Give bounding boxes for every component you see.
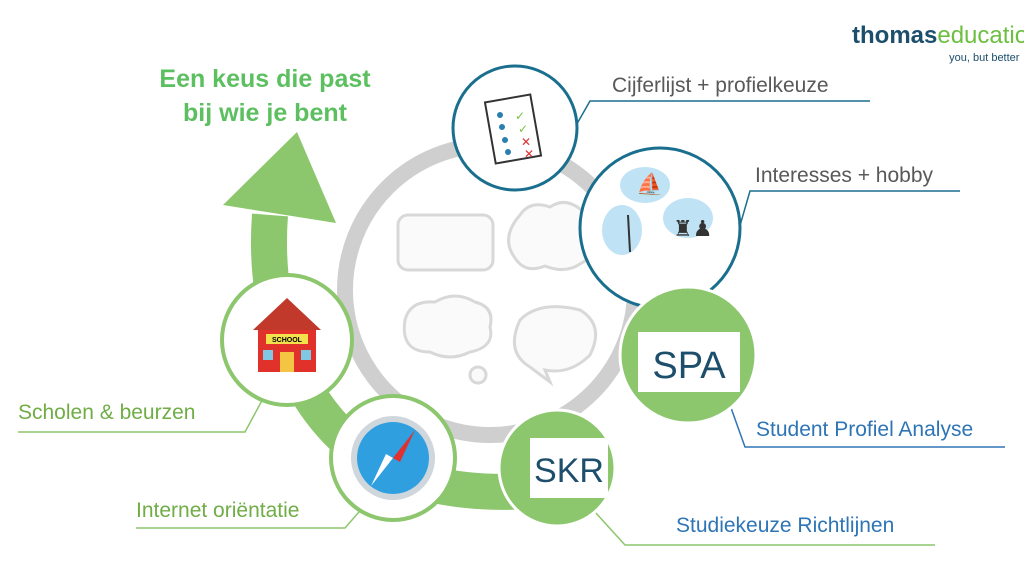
checklist-icon: ✓✓ ✕✕	[483, 93, 543, 165]
step-internet	[329, 394, 457, 522]
svg-text:♜♟: ♜♟	[673, 216, 712, 241]
svg-text:✓: ✓	[518, 122, 528, 136]
svg-text:SCHOOL: SCHOOL	[272, 337, 303, 344]
step-cijferlijst: ✓✓ ✕✕	[451, 64, 579, 192]
arrow-head	[223, 132, 336, 223]
step-school: SCHOOL	[220, 273, 354, 407]
step-skr: SKR	[497, 408, 617, 528]
svg-text:✓: ✓	[515, 109, 525, 123]
compass-icon	[351, 416, 435, 500]
speech-bubbles-icon	[396, 201, 598, 387]
thomas-education-logo: thomaseducation✱you, but better	[852, 22, 1024, 64]
school-icon: SCHOOL	[253, 298, 321, 372]
label-skr: Studiekeuze Richtlijnen	[676, 514, 895, 537]
label-cijferlijst: Cijferlijst + profielkeuze	[612, 74, 829, 97]
svg-text:⛵: ⛵	[636, 172, 663, 197]
svg-text:✕: ✕	[524, 147, 534, 161]
skr-logo: SKR	[534, 452, 604, 490]
svg-text:✕: ✕	[521, 135, 531, 149]
label-spa: Student Profiel Analyse	[756, 418, 974, 441]
step-spa: SPA	[618, 285, 758, 425]
hobbies-icon: ⛵ ♜♟	[602, 167, 713, 255]
label-scholen: Scholen & beurzen	[18, 401, 196, 424]
step-interesses: ⛵ ♜♟	[578, 146, 742, 310]
spa-logo: SPA	[652, 345, 726, 387]
label-interesses: Interesses + hobby	[755, 164, 934, 187]
label-internet: Internet oriëntatie	[136, 499, 300, 522]
